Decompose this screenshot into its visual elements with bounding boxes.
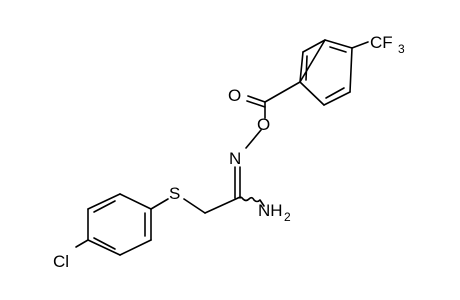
ring-bond: [324, 39, 353, 49]
trifluoromethyl-subscript: 3: [398, 42, 405, 56]
ring-inner-double-bond: [329, 46, 347, 53]
carbonyl-double-bond-a: [247, 95, 266, 103]
ring-inner-double-bond: [325, 87, 345, 99]
imine-nitrogen-label: N: [229, 149, 241, 168]
wavy-bond: [237, 196, 265, 207]
trifluoromethyl-label: CF: [370, 33, 393, 52]
carbonyl-oxygen-label: O: [228, 86, 241, 105]
sulfur-to-ring-bond: [150, 198, 169, 210]
ring-bond: [299, 51, 304, 83]
oxygen-nitrogen-bond: [245, 129, 262, 149]
chlorophenyl-ring: [87, 193, 152, 256]
ring-bond: [87, 193, 121, 210]
ring-inner-double-bond: [93, 237, 116, 250]
ring-inner-double-bond: [305, 55, 308, 81]
ester-group: [246, 81, 301, 119]
chlorine-label: Cl: [53, 252, 69, 271]
methylene-to-sulfur-bond: [183, 198, 206, 214]
sulfur-label: S: [169, 184, 180, 203]
ring-to-carbonyl-bond: [264, 81, 301, 103]
ring-bond: [323, 91, 351, 106]
ring-to-cf3-bond: [351, 41, 369, 49]
ring-bond: [302, 39, 326, 53]
ring-inner-double-bond: [93, 200, 116, 213]
amidine-to-methylene-bond: [204, 197, 239, 214]
ring-bond: [299, 81, 325, 106]
ring-bond: [299, 39, 326, 83]
ring-bond: [87, 239, 121, 256]
amidoxime-group: [204, 166, 265, 214]
amine-label: NH: [258, 201, 283, 220]
ring-to-chlorine-bond: [75, 239, 89, 248]
ester-oxygen-label: O: [257, 115, 270, 134]
ring-bond: [349, 47, 353, 93]
ring-bond: [119, 239, 152, 256]
amine-subscript: 2: [284, 210, 291, 224]
ring-bond: [119, 193, 152, 210]
trifluoromethylphenyl-ring: [299, 39, 353, 106]
carbonyl-double-bond-b: [246, 100, 266, 108]
